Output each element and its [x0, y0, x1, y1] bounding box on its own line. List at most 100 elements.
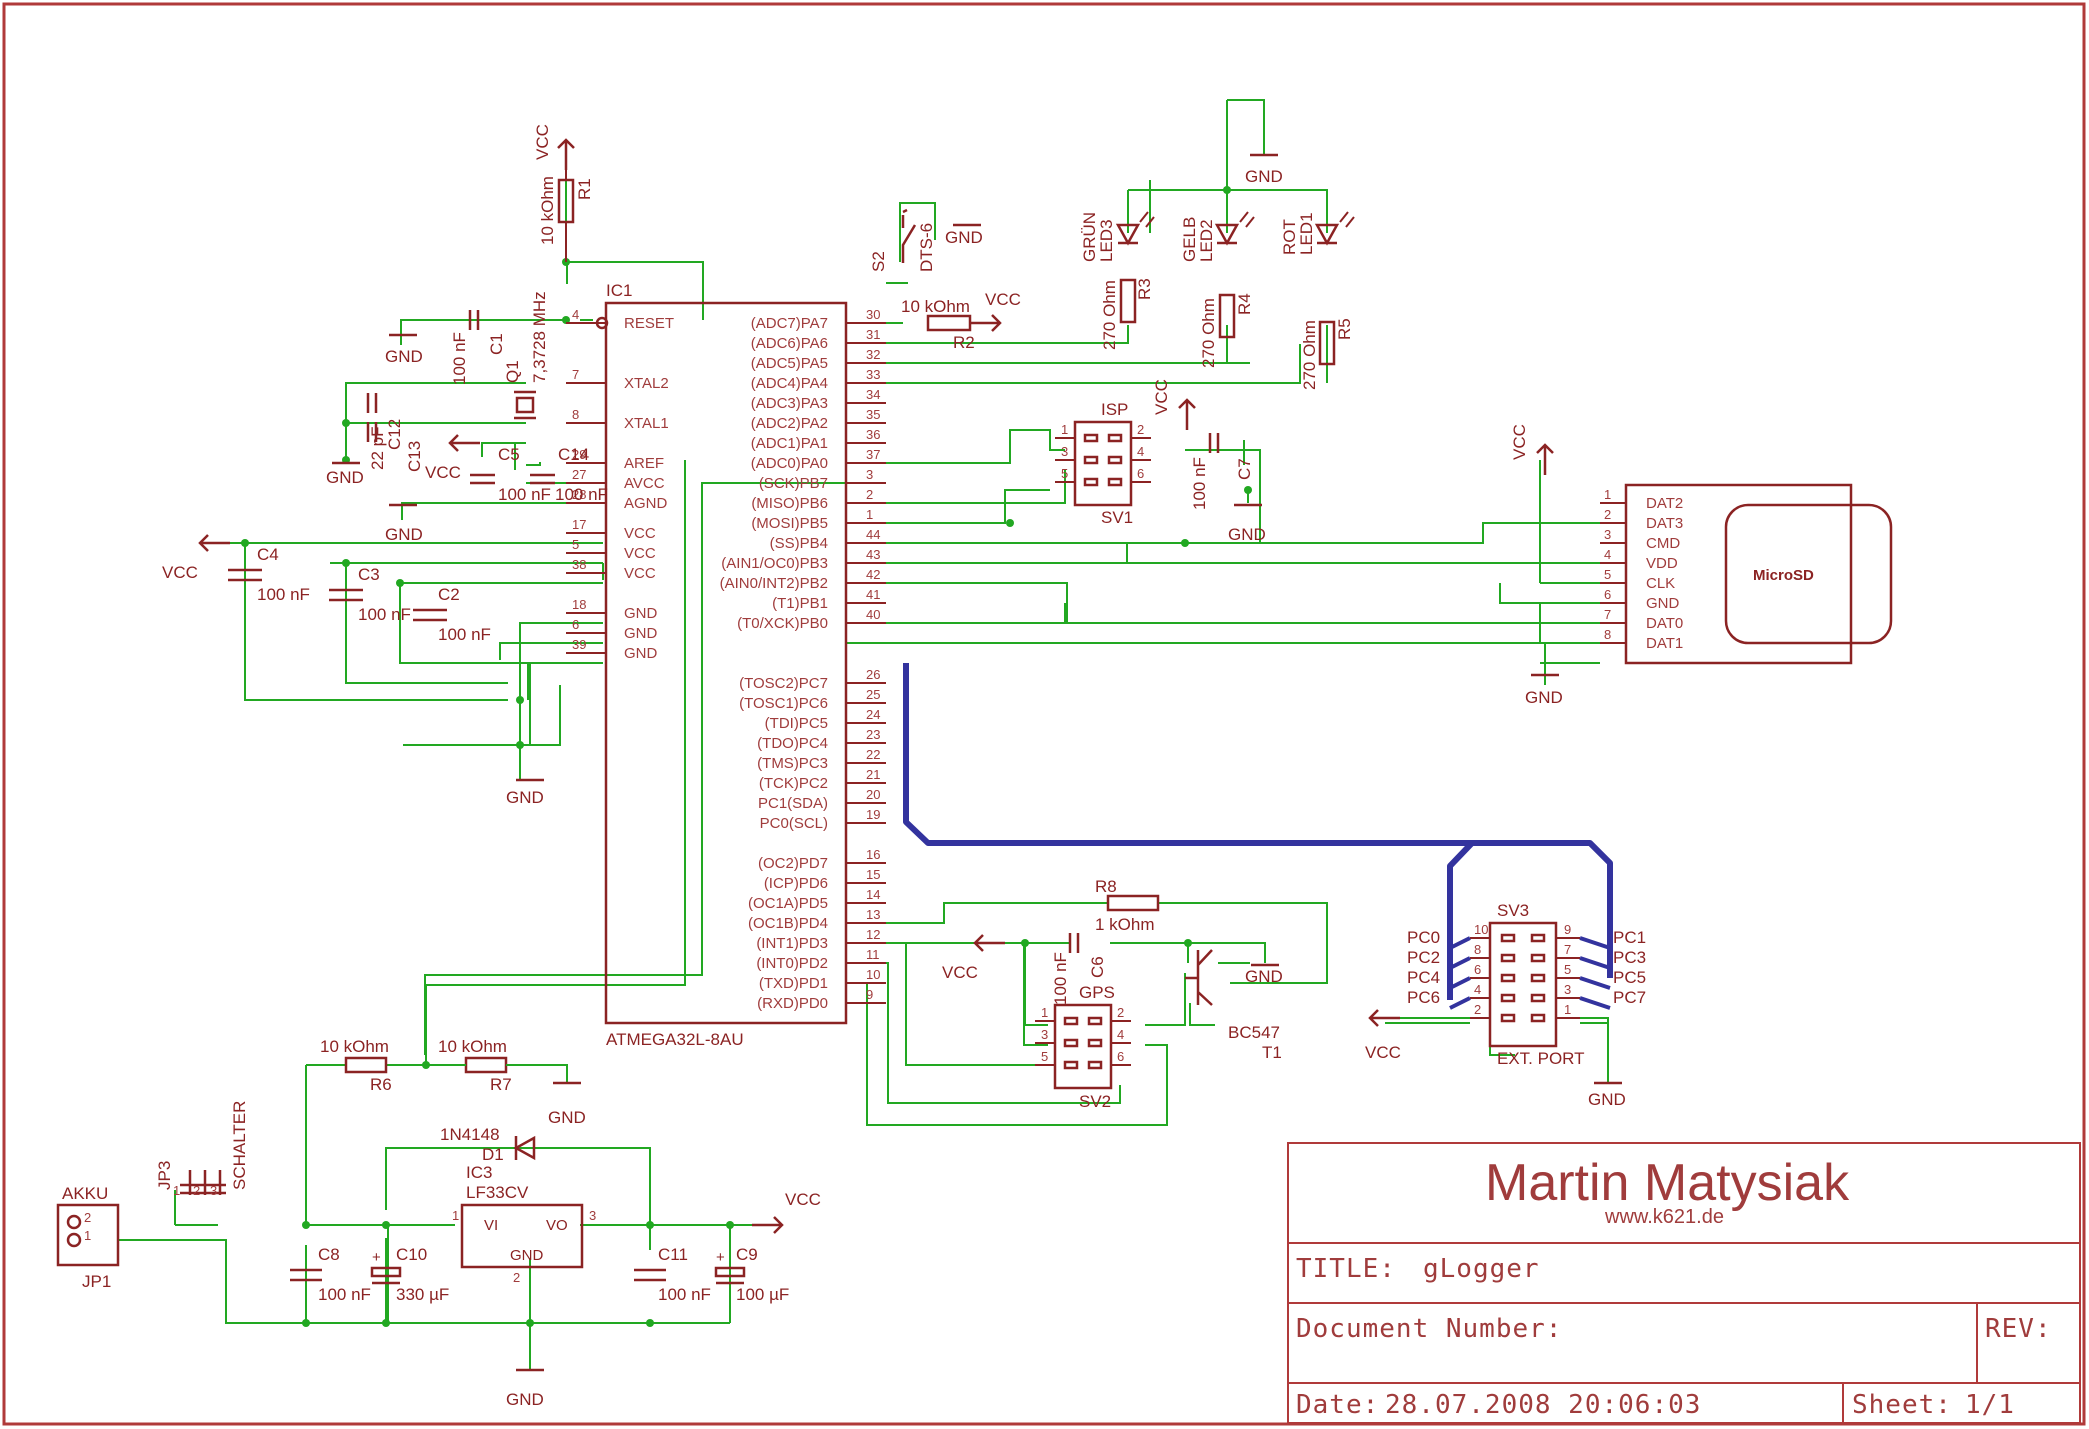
- mcu-pin-name-right: (ADC0)PA0: [751, 455, 828, 472]
- header-pad: [1063, 1060, 1079, 1070]
- resistor-r2: [926, 314, 972, 332]
- leds: GRÜN LED3 GELB LED2 ROT LED1: [1080, 211, 1355, 262]
- svg-text:2: 2: [193, 1183, 200, 1198]
- mcu-pin-name-right: (ADC5)PA5: [751, 355, 828, 372]
- bus-tap: [1579, 976, 1611, 990]
- vcc-label: VCC: [1510, 424, 1529, 460]
- vcc-symbol: [973, 934, 1005, 952]
- resistor-r5: [1318, 320, 1336, 366]
- mcu-pin-num-right: 37: [866, 447, 880, 462]
- ext-port-pin-pad: [1530, 953, 1546, 963]
- mcu-pin-name-right: (TDO)PC4: [757, 735, 828, 752]
- svg-text:LED1: LED1: [1297, 212, 1316, 255]
- cap-c8: [290, 1268, 322, 1282]
- ext-port-pin-pad: [1530, 973, 1546, 983]
- mcu-pin-num-left: 29: [572, 447, 586, 462]
- gps-title: GPS: [1079, 983, 1115, 1002]
- svg-text:R5: R5: [1335, 318, 1354, 340]
- led2-yellow: GELB LED2: [1180, 211, 1255, 262]
- regulator-ic3: VI VO GND 1 3 2 IC3 LF33CV: [452, 1163, 596, 1285]
- mcu-pin-name-right: (ADC6)PA6: [751, 335, 828, 352]
- mcu-pin-name-right: (TDI)PC5: [765, 715, 828, 732]
- svg-text:R4: R4: [1235, 293, 1254, 315]
- svg-text:100 nF: 100 nF: [438, 625, 491, 644]
- mcu-pin-num-left: 5: [572, 537, 579, 552]
- ext-port-right-label: PC1: [1613, 928, 1646, 947]
- microsd-pin-name: DAT2: [1646, 495, 1683, 512]
- author-name: Martin Matysiak: [1485, 1154, 1850, 1212]
- svg-text:C12: C12: [385, 419, 404, 450]
- led3-green: GRÜN LED3: [1080, 211, 1155, 262]
- mcu-pin-name-right: (RXD)PD0: [757, 995, 828, 1012]
- mcu-pin-name-right: PC1(SDA): [758, 795, 828, 812]
- svg-text:C8: C8: [318, 1245, 340, 1264]
- svg-text:100 nF: 100 nF: [1190, 457, 1209, 510]
- switch-s2: S2 DTS-6: [869, 208, 936, 272]
- svg-text:C5: C5: [498, 445, 520, 464]
- microsd-socket: MicroSD 1DAT22DAT33CMD4VDD5CLK6GND7DAT08…: [1600, 483, 1893, 665]
- microsd-pin-name: DAT3: [1646, 515, 1683, 532]
- svg-text:+: +: [716, 1249, 725, 1266]
- mcu-pin-num-left: 8: [572, 407, 579, 422]
- vcc-label: VCC: [942, 963, 978, 982]
- gps-ref: SV2: [1079, 1092, 1111, 1111]
- mcu-pin-num-right: 20: [866, 787, 880, 802]
- cap-c9: [714, 1266, 746, 1278]
- mcu-pin-name-left: GND: [624, 605, 658, 622]
- mcu-pin-num-right: 36: [866, 427, 880, 442]
- cap-c10: [370, 1266, 402, 1278]
- mcu-pin-num-right: 31: [866, 327, 880, 342]
- svg-text:1 kOhm: 1 kOhm: [1095, 915, 1155, 934]
- ext-port-right-label: PC5: [1613, 968, 1646, 987]
- bus-tap: [1579, 936, 1611, 950]
- gnd-label: GND: [506, 788, 544, 807]
- svg-text:GND: GND: [510, 1247, 544, 1264]
- mcu-pin-num-right: 44: [866, 527, 880, 542]
- mcu-pin-name-left: GND: [624, 625, 658, 642]
- ext-port-left-label: PC0: [1407, 928, 1440, 947]
- svg-text:C3: C3: [358, 565, 380, 584]
- header-pad: [1063, 1038, 1079, 1048]
- title-value: gLogger: [1423, 1254, 1540, 1284]
- svg-text:100 nF: 100 nF: [257, 585, 310, 604]
- mcu-pin-num-right: 14: [866, 887, 880, 902]
- diode-d1: 1N4148 D1: [440, 1125, 536, 1164]
- vcc-symbol: [448, 434, 480, 452]
- vcc-symbol: [1368, 1009, 1400, 1027]
- mcu-pin-name-left: GND: [624, 645, 658, 662]
- mcu-pin-num-right: 19: [866, 807, 880, 822]
- mcu-pin-name-left: AVCC: [624, 475, 665, 492]
- header-pin-num: 2: [1137, 422, 1144, 437]
- cap-c1: [468, 310, 480, 330]
- svg-text:1N4148: 1N4148: [440, 1125, 500, 1144]
- svg-text:100 µF: 100 µF: [736, 1285, 789, 1304]
- mcu-pin-name-right: PC0(SCL): [760, 815, 828, 832]
- wires: [118, 99, 1609, 1370]
- gnd-label: GND: [385, 347, 423, 366]
- bus-tap: [1579, 956, 1611, 970]
- ext-port-pin-pad: [1530, 1013, 1546, 1023]
- svg-text:3: 3: [210, 1183, 217, 1198]
- svg-text:C9: C9: [736, 1245, 758, 1264]
- svg-text:100 nF: 100 nF: [318, 1285, 371, 1304]
- doc-number-label: Document Number:: [1296, 1314, 1562, 1344]
- mcu-pin-name-right: (AIN1/OC0)PB3: [721, 555, 828, 572]
- header-pad: [1083, 477, 1099, 487]
- svg-text:7,3728 MHz: 7,3728 MHz: [530, 291, 549, 383]
- svg-text:10 kOhm: 10 kOhm: [438, 1037, 507, 1056]
- svg-text:10 kOhm: 10 kOhm: [538, 176, 557, 245]
- svg-text:22 pF: 22 pF: [368, 427, 387, 470]
- capacitors: C1 100 nF Q1 7,3728 MHz 22 pF C12 C13 C5…: [228, 291, 1254, 1304]
- mcu-pin-name-right: (MISO)PB6: [751, 495, 828, 512]
- mcu-pin-num-left: 7: [572, 367, 579, 382]
- mcu-pin-num-right: 22: [866, 747, 880, 762]
- gnd-label: GND: [1245, 967, 1283, 986]
- mcu-part: ATMEGA32L-8AU: [606, 1030, 744, 1049]
- svg-text:C2: C2: [438, 585, 460, 604]
- vcc-label: VCC: [1152, 379, 1171, 415]
- mcu-pin-name-left: XTAL2: [624, 375, 669, 392]
- svg-text:S2: S2: [869, 251, 888, 272]
- ext-port-pin-num: 4: [1474, 982, 1481, 997]
- svg-text:SCHALTER: SCHALTER: [230, 1101, 249, 1190]
- header-pad: [1083, 433, 1099, 443]
